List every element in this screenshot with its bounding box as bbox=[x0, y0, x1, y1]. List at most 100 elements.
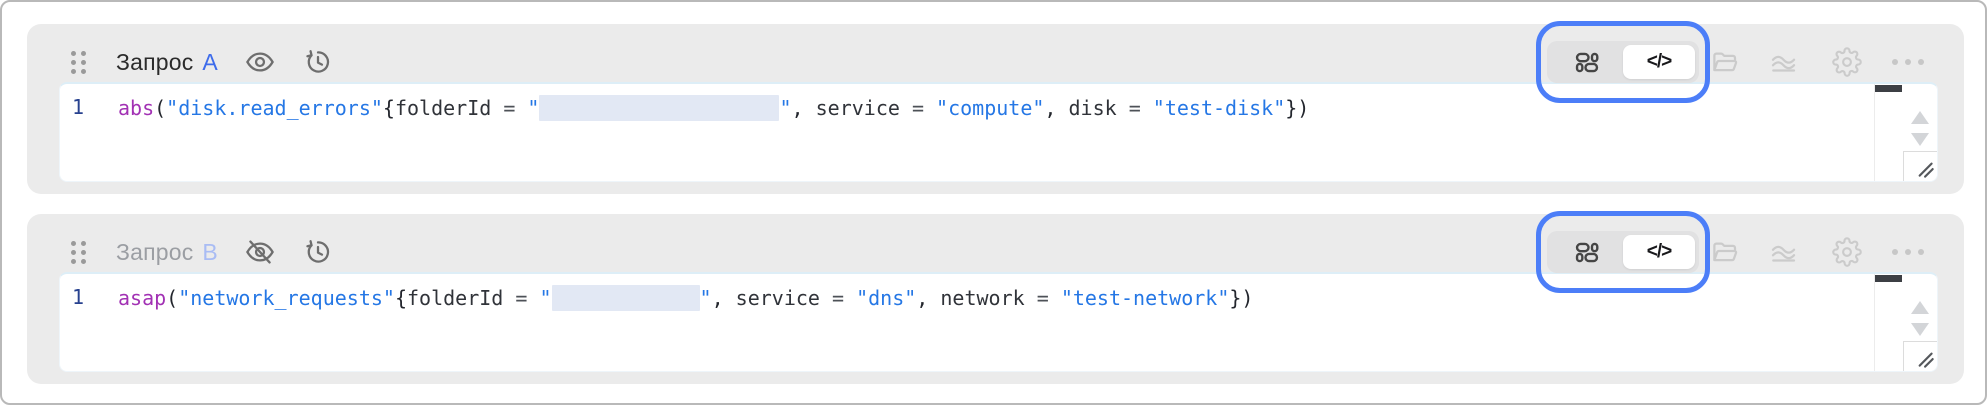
code-view-icon: </> bbox=[1646, 241, 1673, 262]
code-view-button[interactable]: </> bbox=[1623, 45, 1695, 79]
code-token: service bbox=[735, 286, 820, 310]
query-code-line[interactable]: asap("network_requests"{folderId = " ", s… bbox=[118, 285, 1857, 312]
redacted-value bbox=[539, 95, 780, 121]
code-token: , bbox=[916, 286, 941, 310]
code-token: "disk.read_errors" bbox=[166, 96, 383, 120]
code-token: "network_requests" bbox=[178, 286, 395, 310]
query-a-header: Запрос A bbox=[27, 24, 1964, 100]
eye-icon bbox=[246, 52, 274, 72]
code-token: folderId bbox=[407, 286, 504, 310]
code-token: abs bbox=[118, 96, 155, 120]
resize-grip-icon[interactable] bbox=[1903, 151, 1937, 181]
code-token: = bbox=[1116, 96, 1153, 120]
code-token: }) bbox=[1285, 96, 1310, 120]
line-number: 1 bbox=[72, 95, 85, 119]
code-token: asap bbox=[118, 286, 167, 310]
code-token: = bbox=[819, 286, 857, 310]
query-editor-a[interactable]: 1 abs("disk.read_errors"{folderId = " ", … bbox=[59, 82, 1938, 182]
code-token: service bbox=[815, 96, 900, 120]
visualization-button[interactable] bbox=[1768, 47, 1798, 77]
code-token: ( bbox=[154, 96, 167, 120]
code-token: = bbox=[899, 96, 937, 120]
code-token: }) bbox=[1229, 286, 1254, 310]
code-token: , bbox=[791, 96, 816, 120]
editor-divider bbox=[1874, 274, 1875, 371]
eye-off-icon bbox=[246, 240, 274, 264]
ellipsis-icon bbox=[1892, 59, 1924, 65]
query-history-button[interactable] bbox=[302, 236, 334, 268]
more-actions-button[interactable] bbox=[1884, 47, 1932, 77]
code-token: = bbox=[503, 286, 540, 310]
code-token: "dns" bbox=[856, 286, 917, 310]
visualization-button[interactable] bbox=[1768, 237, 1798, 267]
query-b-title: Запрос B bbox=[116, 239, 218, 266]
folder-open-icon bbox=[1713, 242, 1738, 262]
query-name: Запрос bbox=[116, 238, 194, 265]
code-view-icon: </> bbox=[1646, 51, 1673, 72]
scroll-down-arrow-icon[interactable] bbox=[1911, 133, 1929, 146]
code-token: = bbox=[491, 96, 528, 120]
code-view-button[interactable]: </> bbox=[1623, 235, 1695, 269]
code-token: "test-disk" bbox=[1152, 96, 1286, 120]
history-clock-icon bbox=[306, 240, 330, 263]
query-editor-b[interactable]: 1 asap("network_requests"{folderId = " ",… bbox=[59, 272, 1938, 372]
code-token: { bbox=[394, 286, 408, 310]
editor-divider bbox=[1874, 84, 1875, 181]
code-token: "compute" bbox=[936, 96, 1045, 120]
drag-handle-icon[interactable] bbox=[71, 240, 86, 264]
line-number: 1 bbox=[72, 285, 85, 309]
waves-chart-icon bbox=[1771, 55, 1796, 72]
code-token: " bbox=[699, 286, 712, 310]
code-token: = bbox=[1024, 286, 1061, 310]
code-token: " bbox=[527, 96, 540, 120]
code-token: " bbox=[539, 286, 552, 310]
code-token: " bbox=[779, 96, 792, 120]
form-view-grid-icon bbox=[1575, 52, 1599, 73]
scroll-up-arrow-icon[interactable] bbox=[1911, 111, 1929, 124]
form-view-button[interactable] bbox=[1551, 235, 1623, 269]
form-view-button[interactable] bbox=[1551, 45, 1623, 79]
view-mode-toggle: </> bbox=[1547, 41, 1699, 83]
gear-icon bbox=[1832, 47, 1862, 77]
code-token: folderId bbox=[394, 96, 492, 120]
redacted-value bbox=[551, 285, 700, 311]
history-clock-icon bbox=[306, 50, 330, 73]
query-panel-b: Запрос B </> bbox=[27, 211, 1964, 384]
query-letter: A bbox=[202, 48, 218, 75]
line-number-gutter: 1 bbox=[60, 274, 116, 371]
settings-button[interactable] bbox=[1832, 237, 1862, 267]
visibility-toggle-button[interactable] bbox=[244, 46, 276, 78]
query-code-line[interactable]: abs("disk.read_errors"{folderId = " ", se… bbox=[118, 95, 1857, 122]
query-history-button[interactable] bbox=[302, 46, 334, 78]
scrollbar-thumb[interactable] bbox=[1875, 275, 1902, 282]
resize-grip-icon[interactable] bbox=[1903, 341, 1937, 371]
settings-button[interactable] bbox=[1832, 47, 1862, 77]
query-name: Запрос bbox=[116, 48, 194, 75]
drag-handle-icon[interactable] bbox=[71, 50, 86, 74]
code-token: ( bbox=[166, 286, 179, 310]
gear-icon bbox=[1832, 237, 1862, 267]
code-token: , bbox=[1044, 96, 1069, 120]
folder-open-icon bbox=[1713, 52, 1738, 72]
waves-chart-icon bbox=[1771, 245, 1796, 262]
query-b-header: Запрос B bbox=[27, 214, 1964, 290]
code-token: disk bbox=[1068, 96, 1117, 120]
query-panel-a: Запрос A </> bbox=[27, 21, 1964, 194]
ellipsis-icon bbox=[1892, 249, 1924, 255]
code-token: , bbox=[711, 286, 736, 310]
more-actions-button[interactable] bbox=[1884, 237, 1932, 267]
query-letter: B bbox=[202, 238, 218, 265]
code-token: { bbox=[382, 96, 395, 120]
code-token: network bbox=[940, 286, 1025, 310]
form-view-grid-icon bbox=[1575, 242, 1599, 263]
line-number-gutter: 1 bbox=[60, 84, 116, 181]
visibility-toggle-button[interactable] bbox=[244, 236, 276, 268]
folder-button[interactable] bbox=[1710, 237, 1740, 267]
scroll-down-arrow-icon[interactable] bbox=[1911, 323, 1929, 336]
scrollbar-thumb[interactable] bbox=[1875, 85, 1902, 92]
view-mode-toggle: </> bbox=[1547, 231, 1699, 273]
code-token: "test-network" bbox=[1060, 286, 1230, 310]
folder-button[interactable] bbox=[1710, 47, 1740, 77]
scroll-up-arrow-icon[interactable] bbox=[1911, 301, 1929, 314]
